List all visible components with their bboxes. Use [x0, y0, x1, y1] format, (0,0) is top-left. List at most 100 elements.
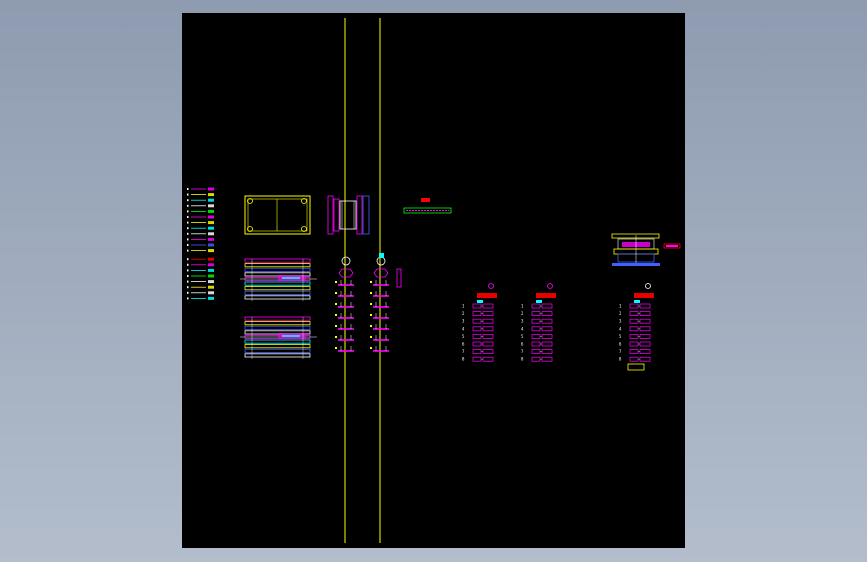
detail-cell [482, 356, 494, 362]
row-number: 1 [521, 304, 524, 309]
side-bracket [396, 268, 402, 288]
core [282, 335, 300, 337]
detail-circle [645, 283, 651, 289]
detail-cell [541, 341, 553, 347]
legend-marker [187, 244, 189, 246]
row-number: 1 [462, 304, 465, 309]
legend-swatch [208, 296, 214, 300]
dim-mark [335, 347, 337, 349]
insert-hex [373, 268, 389, 278]
legend-marker [187, 221, 189, 224]
detail-circle [547, 283, 553, 289]
row-number: 6 [521, 342, 524, 347]
detail-title [536, 293, 556, 298]
legend-swatch [208, 193, 214, 197]
legend-marker [187, 269, 189, 272]
detail-cell [541, 311, 553, 316]
detail-cell [541, 356, 553, 362]
legend-marker [187, 204, 189, 207]
legend-marker [187, 216, 189, 218]
legend-swatch [208, 209, 214, 213]
row-number: 8 [462, 357, 465, 362]
legend-marker [187, 275, 189, 277]
detail-cell [482, 326, 494, 332]
row-number: 4 [462, 326, 465, 331]
detail-cell [639, 303, 651, 309]
assembly-detail [611, 233, 681, 266]
detail-cell [482, 311, 494, 316]
legend-marker [187, 193, 189, 196]
mold-plate [244, 330, 311, 335]
detail-cell [482, 341, 494, 347]
detail-cell [482, 334, 494, 339]
legend-swatch [208, 291, 214, 295]
mold-plate [244, 263, 311, 268]
row-number: 8 [521, 357, 524, 362]
side-view [327, 195, 370, 235]
legend-marker [187, 258, 189, 261]
detail-cell [541, 334, 553, 339]
detail-base [627, 363, 645, 371]
legend-swatch [208, 221, 214, 225]
dim-mark [370, 325, 372, 327]
row-number: 2 [619, 311, 622, 316]
dim-mark [370, 281, 372, 283]
detail-marker [477, 300, 483, 303]
dim-mark [335, 325, 337, 327]
legend-swatch [208, 232, 214, 236]
dim-mark [335, 303, 337, 305]
row-number: 7 [521, 349, 524, 354]
row-number: 2 [521, 311, 524, 316]
detail-title [634, 293, 654, 298]
legend-swatch [208, 263, 214, 267]
detail-cell [482, 303, 494, 309]
row-number: 5 [462, 334, 465, 339]
parts-legend [187, 187, 214, 300]
detail-cell [472, 349, 482, 354]
cyan-marker [379, 253, 384, 258]
row-number: 4 [521, 326, 524, 331]
mold-plate [244, 286, 311, 291]
detail-cell [472, 326, 482, 332]
detail-cell [629, 326, 639, 332]
detail-cell [639, 341, 651, 347]
detail-cell [472, 318, 482, 324]
legend-marker [187, 249, 189, 252]
legend-marker [187, 232, 189, 235]
row-number: 6 [619, 342, 622, 347]
detail-cell [531, 356, 541, 362]
mold-plate [244, 348, 311, 353]
detail-cell [629, 303, 639, 309]
detail-cell [472, 334, 482, 339]
dim-mark [370, 314, 372, 316]
row-number: 3 [521, 319, 524, 324]
core [282, 277, 300, 279]
mold-section-lower [240, 316, 317, 359]
legend-marker [187, 210, 189, 213]
row-number: 8 [619, 357, 622, 362]
legend-swatch [208, 257, 214, 261]
detail-cell [482, 349, 494, 354]
mold-plate [244, 344, 311, 349]
legend-swatch [208, 237, 214, 241]
legend-swatch [208, 285, 214, 289]
detail-marker [634, 300, 640, 303]
plan-view [244, 195, 311, 235]
row-number: 7 [462, 349, 465, 354]
mold-plate [244, 353, 311, 358]
detail-cell [629, 318, 639, 324]
detail-cell [639, 318, 651, 324]
legend-swatch [208, 280, 214, 284]
note-block [403, 198, 452, 214]
legend-swatch [208, 226, 214, 230]
insert-circle [341, 256, 351, 266]
detail-cell [639, 326, 651, 332]
detail-cell [472, 356, 482, 362]
mold-plate [244, 281, 311, 286]
legend-swatch [208, 249, 214, 253]
detail-cell [531, 303, 541, 309]
legend-marker [187, 286, 189, 289]
